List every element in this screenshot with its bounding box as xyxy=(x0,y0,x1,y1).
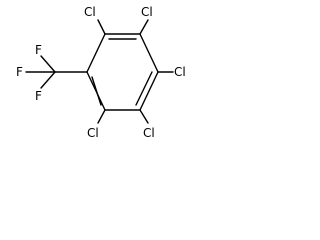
ring-bond-3 xyxy=(139,71,159,111)
structure-canvas: Cl Cl Cl Cl Cl F F F xyxy=(0,0,218,155)
bond-to-cl-bottom-right xyxy=(139,109,149,124)
cl-bottom-left-label: Cl xyxy=(87,126,99,140)
molecule-diagram: Cl Cl Cl Cl Cl F F F xyxy=(16,5,186,140)
cl-top-left-label: Cl xyxy=(84,5,96,19)
cl-top-right-label: Cl xyxy=(141,5,153,19)
bond-to-cl-bottom-left xyxy=(97,109,106,124)
f-top-label: F xyxy=(35,43,42,57)
bond-cf3-to-f-top xyxy=(40,55,56,73)
bond-to-cl-top-right xyxy=(139,19,149,35)
bond-to-cl-top-left xyxy=(97,19,106,35)
bond-cf3-to-f-bottom xyxy=(40,71,56,89)
f-bottom-label: F xyxy=(35,89,42,103)
ring-inner-double-bond-2 xyxy=(135,71,153,106)
ring-bond-2 xyxy=(139,33,159,73)
ring-bond-6 xyxy=(86,33,106,73)
cl-bottom-right-label: Cl xyxy=(143,126,155,140)
ring-inner-double-bond-3 xyxy=(91,76,102,106)
f-left-label: F xyxy=(16,65,23,79)
cl-right-label: Cl xyxy=(174,65,186,79)
